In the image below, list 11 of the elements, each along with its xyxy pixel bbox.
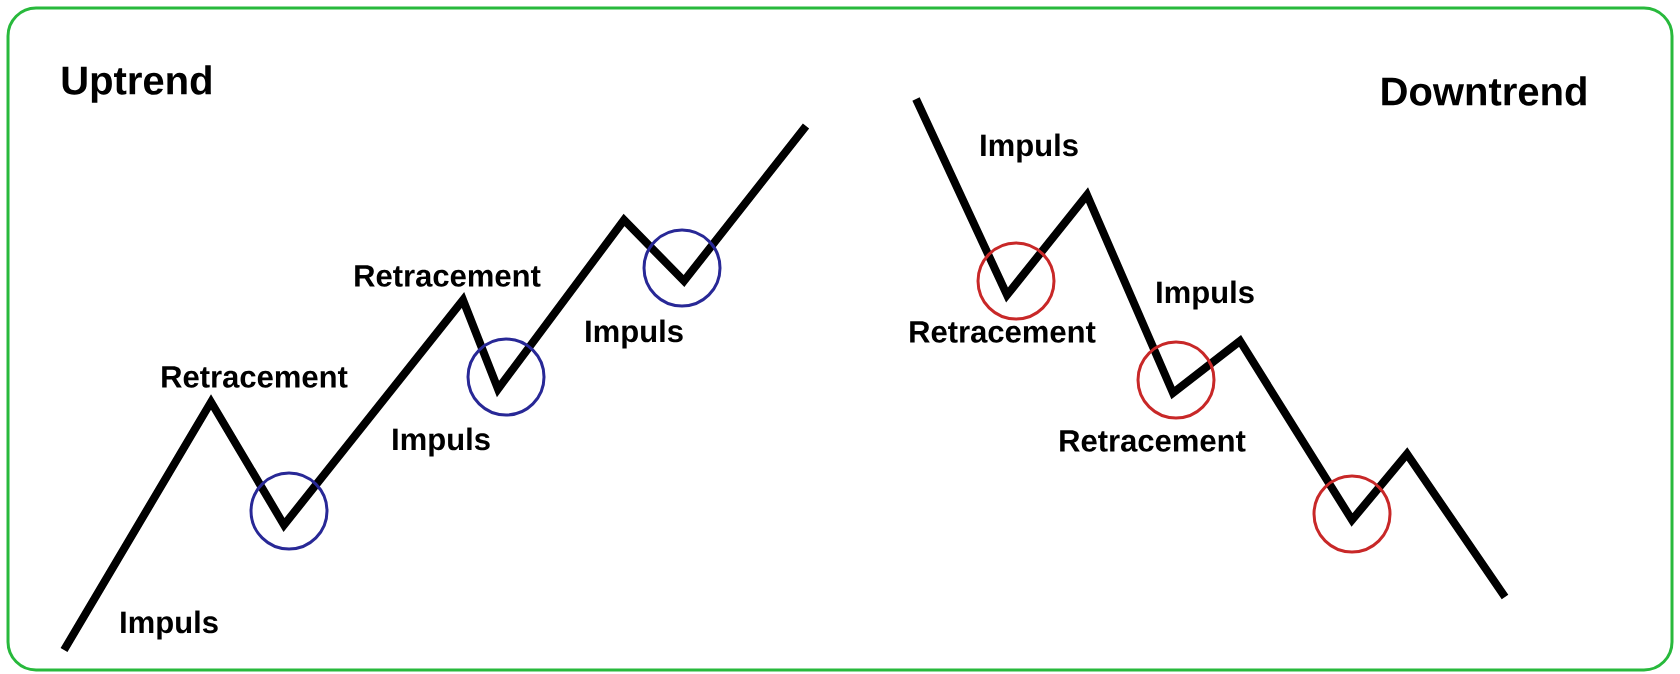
wave-label: Impuls xyxy=(1157,280,1254,310)
heading: Uptrend xyxy=(62,65,211,103)
wave-label: Retracement xyxy=(910,321,1096,343)
wave-label: Impuls xyxy=(393,427,490,457)
wave-label: Retracement xyxy=(162,366,348,388)
wave-label: Retracement xyxy=(1060,430,1246,452)
wave-label: Retracement xyxy=(355,265,541,287)
wave-label: Impuls xyxy=(981,133,1078,163)
wave-label: Impuls xyxy=(586,319,683,349)
wave-label: Impuls xyxy=(121,610,218,640)
heading: Downtrend xyxy=(1382,76,1586,106)
